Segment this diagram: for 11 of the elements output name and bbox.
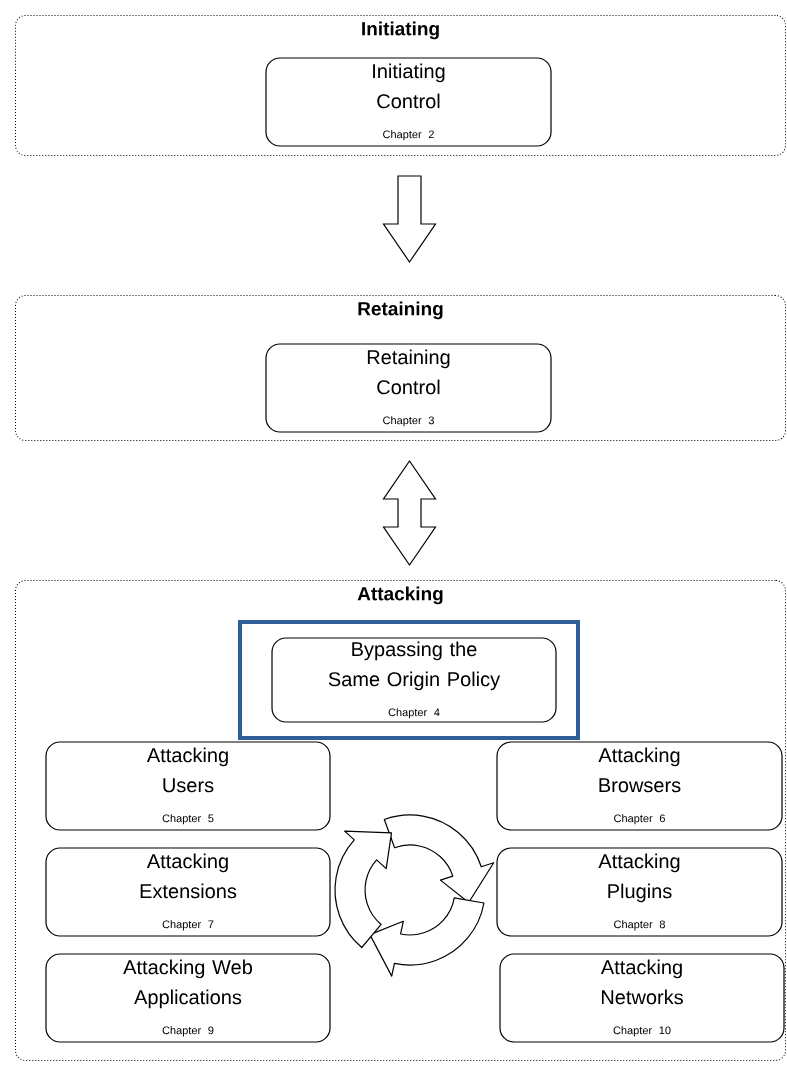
process-box: Attacking Networks Chapter 10 [499, 953, 785, 1043]
process-box: Initiating Control Chapter 2 [265, 57, 552, 147]
process-box: Bypassing the Same Origin Policy Chapter 4 [271, 637, 557, 723]
process-box: Retaining Control Chapter 3 [265, 343, 552, 433]
process-box: Attacking Web Applications Chapter 9 [45, 953, 331, 1043]
process-box: Attacking Plugins Chapter 8 [496, 847, 783, 937]
process-box: Attacking Browsers Chapter 6 [496, 741, 783, 831]
process-box: Attacking Extensions Chapter 7 [45, 847, 331, 937]
process-box: Attacking Users Chapter 5 [45, 741, 331, 831]
block-arrow [382, 459, 437, 567]
block-arrow [382, 175, 437, 264]
